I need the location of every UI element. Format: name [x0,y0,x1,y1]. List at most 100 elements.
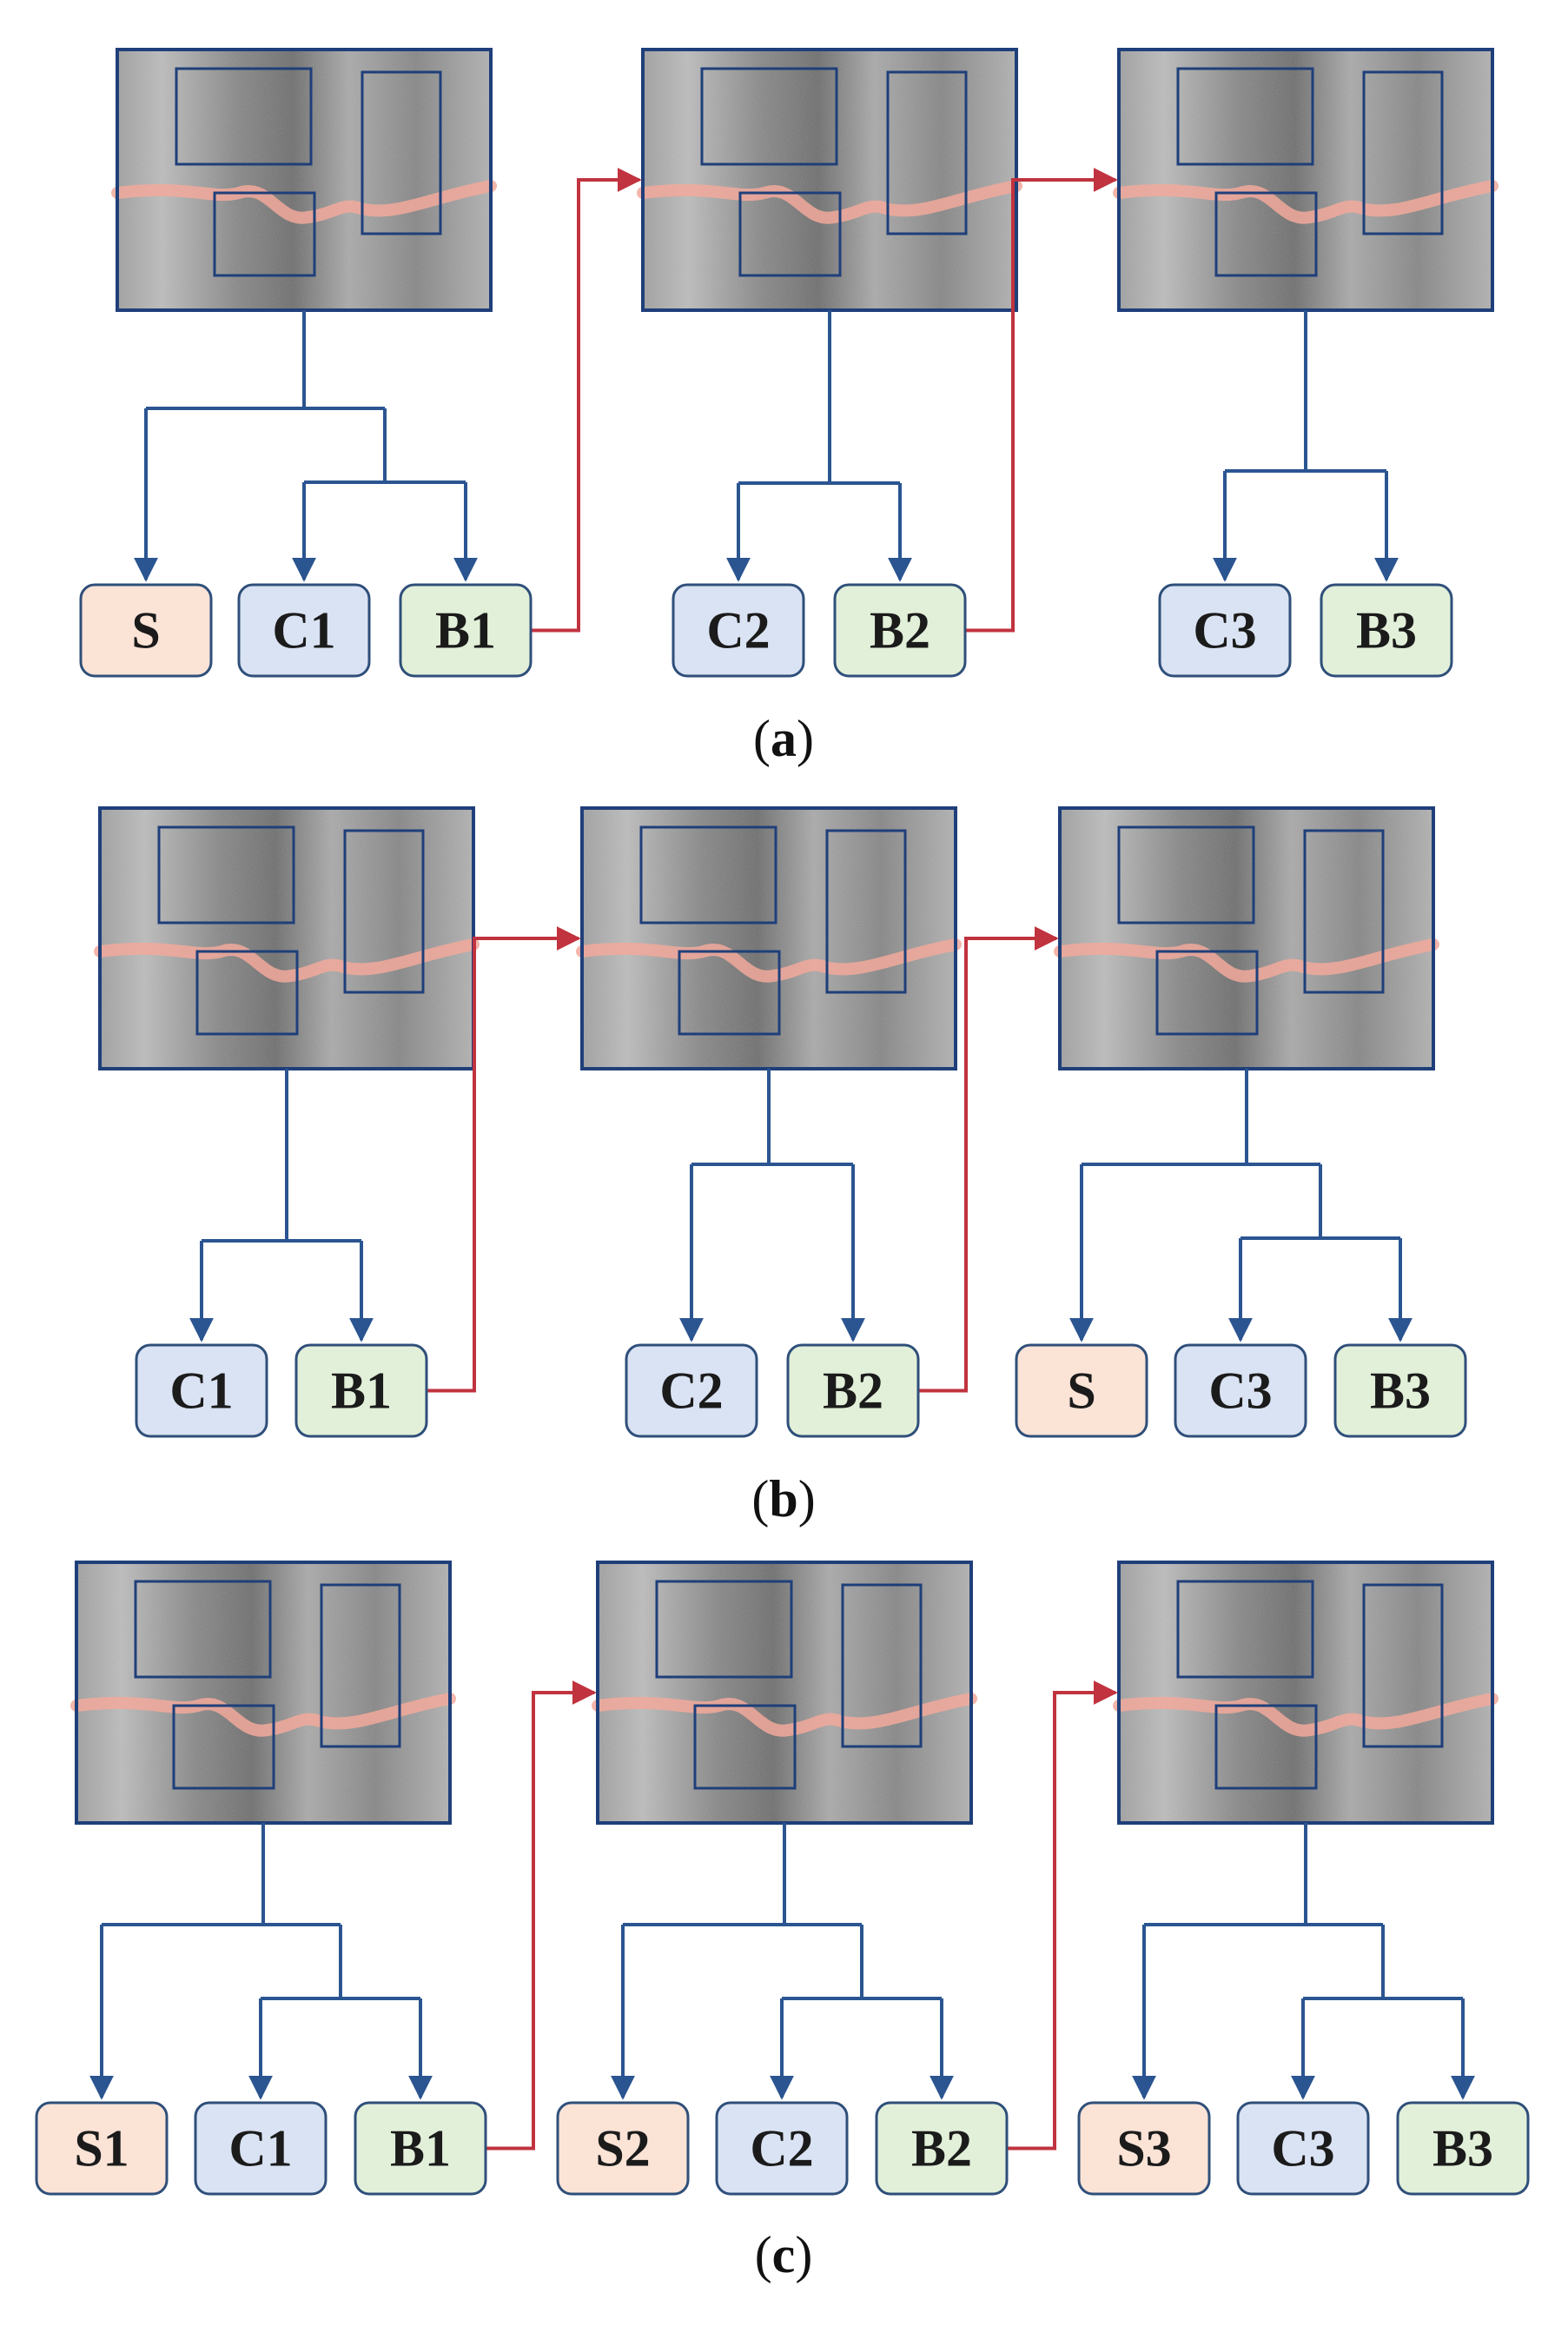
node-C1: C1 [237,583,371,678]
crack-line [637,180,1022,224]
image-texture [76,1562,450,1823]
region-box [157,825,295,925]
node-box [1015,1343,1148,1438]
node-label: C3 [1193,602,1256,659]
connector-layer [89,168,1475,2151]
node-label: B3 [1356,602,1417,659]
node-box [1236,2101,1370,2196]
transfer-arrow [427,926,581,1393]
image-layer [70,48,1499,1825]
node-box [1396,2101,1530,2196]
region-box [1214,1704,1318,1790]
crack-image-3-3 [1113,1561,1499,1825]
node-C2: C2 [625,1343,758,1438]
node-S2: S2 [556,2101,690,2196]
region-box [693,1704,797,1790]
node-label: B1 [390,2120,451,2177]
node-B2: B2 [875,2101,1009,2196]
node-box [1333,1343,1467,1438]
node-B2: B2 [786,1343,920,1438]
region-box [886,70,968,235]
region-box [738,191,842,277]
crack-line [1113,180,1499,224]
crack-line [111,180,497,224]
crack-image-1-3 [1113,48,1499,312]
node-label: S2 [595,2120,650,2177]
node-S1: S1 [35,2101,169,2196]
region-box [1176,1580,1314,1679]
region-box [1176,67,1314,166]
region-box [678,950,781,1036]
crack-image-2-3 [1054,806,1439,1070]
image-texture [598,1562,971,1823]
node-label: C1 [272,602,335,659]
image-texture [643,50,1016,310]
node-label: B2 [870,602,930,659]
crack-image-1-2 [637,48,1022,312]
node-label: B1 [435,602,496,659]
node-B3: B3 [1320,583,1453,678]
transfer-arrow [918,926,1059,1393]
node-C1: C1 [194,2101,327,2196]
region-box [320,1583,401,1748]
node-label: C1 [169,1362,233,1420]
node-box [354,2101,487,2196]
node-box [833,583,967,678]
node-label: S1 [74,2120,129,2177]
region-box [1117,825,1255,925]
node-box [237,583,371,678]
node-S: S [79,583,213,678]
node-S: S [1015,1343,1148,1438]
node-box [875,2101,1009,2196]
region-box [213,191,316,277]
node-B1: B1 [399,583,533,678]
node-label: B3 [1370,1362,1431,1420]
region-box [175,67,313,166]
crack-line [1054,938,1439,983]
panel-caption: (a) [753,710,814,767]
node-box [1320,583,1453,678]
crack-line [1113,1693,1499,1737]
panel-caption: (b) [751,1470,815,1528]
node-label: C2 [706,602,770,659]
node-label: B2 [823,1362,883,1420]
region-box [343,829,425,994]
node-label: C2 [659,1362,723,1420]
node-box [672,583,805,678]
caption-layer: (a) (b) (c) [751,710,815,2283]
node-box [194,2101,327,2196]
node-B1: B1 [354,2101,487,2196]
transfer-arrow [486,1680,597,2151]
node-box [786,1343,920,1438]
image-texture [1119,50,1492,310]
node-label: B1 [331,1362,392,1420]
region-box [1155,950,1259,1036]
node-box [294,1343,428,1438]
region-box [655,1580,793,1679]
node-label: C3 [1208,1362,1272,1420]
node-box [1174,1343,1307,1438]
node-box [1158,583,1292,678]
node-box [556,2101,690,2196]
region-box [1362,1583,1444,1748]
image-texture [1119,1562,1492,1823]
node-label: C2 [750,2120,813,2177]
node-box [625,1343,758,1438]
transfer-arrow [531,168,642,633]
node-B2: B2 [833,583,967,678]
crack-image-2-2 [576,806,962,1070]
image-texture [582,808,956,1069]
node-label: S3 [1116,2120,1171,2177]
node-label: B2 [911,2120,972,2177]
crack-line [592,1693,977,1737]
node-box [35,2101,169,2196]
node-box [1077,2101,1211,2196]
node-box [79,583,213,678]
region-box [825,829,907,994]
node-S3: S3 [1077,2101,1211,2196]
node-box [715,2101,849,2196]
panel-caption: (c) [755,2226,813,2283]
node-box [399,583,533,678]
image-texture [1060,808,1433,1069]
